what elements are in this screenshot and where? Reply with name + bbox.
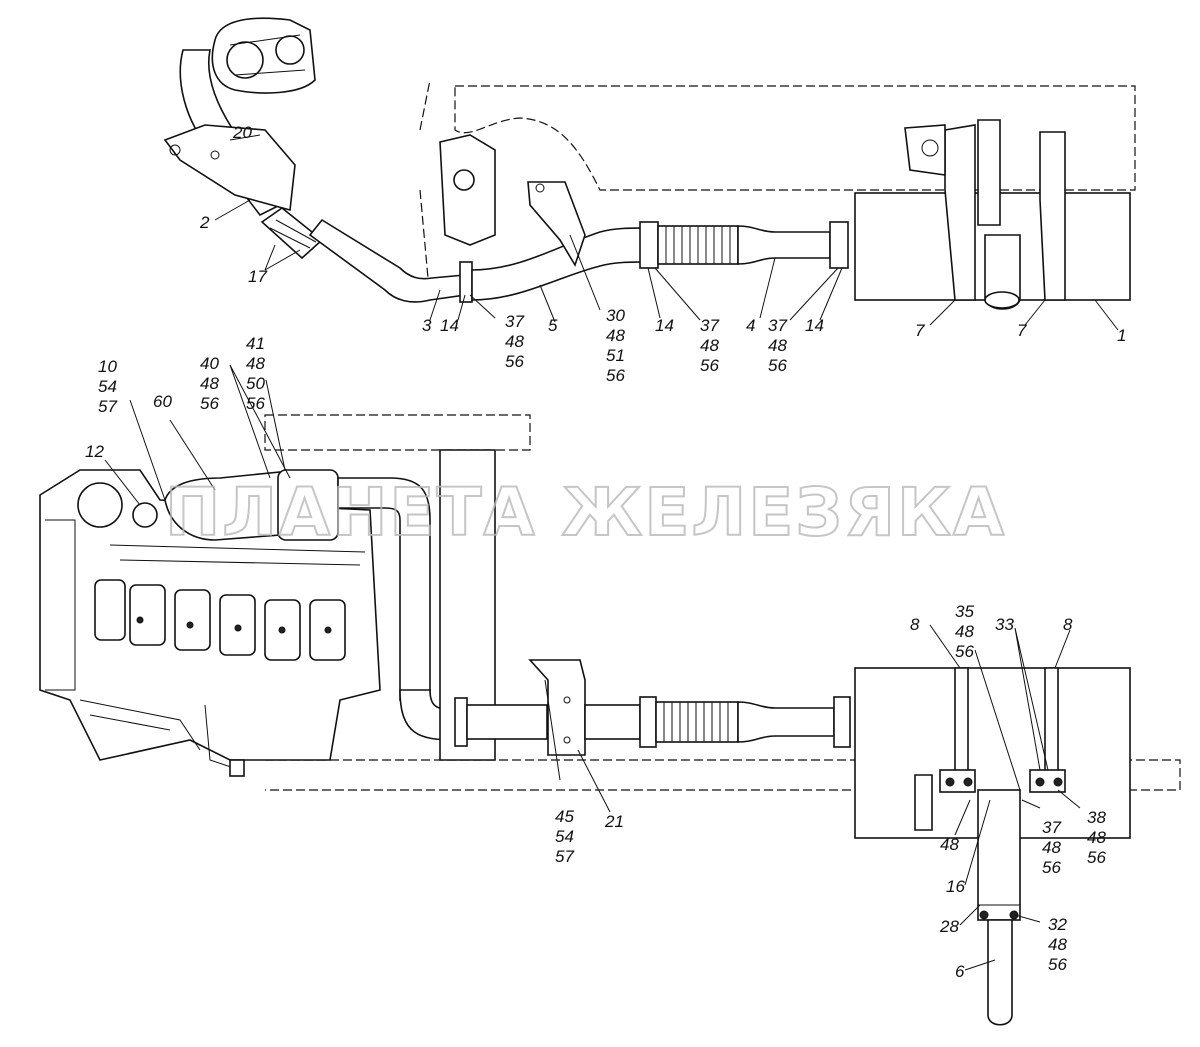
label-group-12-a: 32: [1048, 915, 1067, 934]
label-group-10-c: 56: [1042, 858, 1061, 877]
bracket-30: [527, 181, 586, 267]
label-14a: 14: [440, 316, 459, 335]
side-view: [39, 364, 1181, 1026]
label-group-12-c: 56: [1048, 955, 1067, 974]
label-group-6-c: 56: [200, 394, 219, 413]
tailpipe-28: [977, 789, 1021, 921]
label-16: 16: [946, 877, 965, 896]
label-group-3-c: 56: [700, 356, 719, 375]
straps-7: [904, 119, 1066, 301]
label-group-9-a: 35: [955, 602, 974, 621]
label-group-1-b: 48: [505, 332, 524, 351]
label-6: 6: [955, 962, 965, 981]
label-7a: 7: [915, 321, 925, 340]
label-group-1-c: 56: [505, 352, 524, 371]
label-group-2-c: 51: [606, 346, 625, 365]
clamp-14a: [459, 261, 473, 303]
side-mount-bolts: [914, 769, 1066, 831]
label-group-12-b: 48: [1048, 935, 1067, 954]
label-group-11-b: 48: [1087, 828, 1106, 847]
tailpipe-6: [987, 919, 1013, 1026]
label-group-8-b: 54: [555, 827, 574, 846]
label-group-5-b: 54: [98, 377, 117, 396]
side-labels: 10 54 57 12 60 40 48 56 41 48 50 56 45 5…: [85, 334, 1106, 981]
frame-crossmember: [419, 79, 431, 301]
label-group-8-a: 45: [555, 807, 574, 826]
label-12: 12: [85, 442, 104, 461]
label-group-9-b: 48: [955, 622, 974, 641]
side-clamp: [454, 697, 468, 747]
label-8a: 8: [910, 615, 920, 634]
watermark: ПЛАНЕТА ЖЕЛЕЗЯКА: [165, 474, 1006, 551]
pipe-3: [308, 218, 466, 303]
label-group-2-d: 56: [606, 366, 625, 385]
label-group-2-b: 48: [606, 326, 625, 345]
label-group-7-a: 41: [246, 334, 265, 353]
corrugated-pipe-4: [639, 221, 849, 269]
top-labels: 20 2 17 3 14 37 48 56 5 30 48 51 56 14 3…: [199, 123, 1126, 385]
side-frame-top: [264, 414, 531, 451]
side-pipe-middle: [466, 704, 548, 740]
frame-rail-outline: [454, 85, 1136, 191]
label-group-9-c: 56: [955, 642, 974, 661]
engine-block: [39, 469, 381, 777]
tailpipe-assembly: [977, 789, 1021, 1026]
label-5: 5: [548, 316, 558, 335]
label-group-7-b: 48: [246, 354, 265, 373]
label-group-4-a: 37: [768, 316, 787, 335]
label-28: 28: [939, 917, 959, 936]
label-group-10-a: 37: [1042, 818, 1061, 837]
label-3: 3: [422, 316, 432, 335]
label-60: 60: [153, 392, 172, 411]
label-group-7-c: 50: [246, 374, 265, 393]
label-17: 17: [248, 267, 267, 286]
label-21: 21: [604, 812, 624, 831]
label-33: 33: [995, 615, 1014, 634]
label-group-4-c: 56: [768, 356, 787, 375]
label-group-5-a: 10: [98, 357, 117, 376]
side-strap-8b: [1044, 667, 1059, 781]
label-group-10-b: 48: [1042, 838, 1061, 857]
label-group-11-c: 56: [1087, 848, 1106, 867]
label-group-5-c: 57: [98, 397, 117, 416]
label-14b: 14: [655, 316, 674, 335]
label-group-7-d: 56: [246, 394, 265, 413]
label-group-2-a: 30: [606, 306, 625, 325]
bracket-20: [163, 124, 296, 212]
side-frame-bottom: [265, 759, 1181, 791]
side-strap-8a: [954, 667, 969, 781]
label-group-3-a: 37: [700, 316, 719, 335]
label-group-6-a: 40: [200, 354, 219, 373]
bracket-21: [528, 659, 586, 756]
label-group-11-a: 38: [1087, 808, 1106, 827]
label-group-6-b: 48: [200, 374, 219, 393]
label-20: 20: [232, 123, 252, 142]
label-14c: 14: [805, 316, 824, 335]
label-group-8-c: 57: [555, 847, 574, 866]
turbocharger: [211, 17, 316, 94]
side-corrugated-pipe: [639, 696, 851, 748]
label-8b: 8: [1063, 615, 1073, 634]
side-frame-bracket: [439, 449, 496, 761]
top-view: [163, 17, 1136, 331]
label-1: 1: [1117, 326, 1126, 345]
label-group-4-b: 48: [768, 336, 787, 355]
label-group-1-a: 37: [505, 312, 524, 331]
label-48: 48: [940, 835, 959, 854]
label-2: 2: [199, 213, 210, 232]
label-group-3-b: 48: [700, 336, 719, 355]
label-4: 4: [746, 316, 755, 335]
label-7b: 7: [1017, 321, 1027, 340]
